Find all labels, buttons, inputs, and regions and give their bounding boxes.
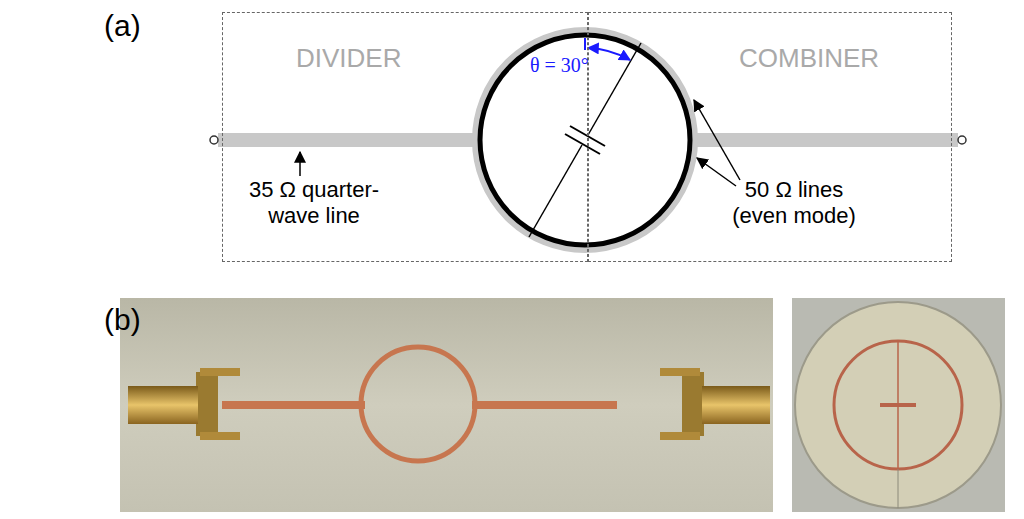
panel-letter: (b) bbox=[104, 302, 141, 338]
dashed-region: COMBINER 50 Ω lines (even mode) bbox=[588, 12, 952, 262]
line-label: 50 Ω lines (even mode) bbox=[719, 177, 869, 230]
dashed-region: DIVIDER 35 Ω quarter-wave line bbox=[222, 12, 588, 262]
disc-photo bbox=[792, 298, 1005, 512]
board-photo bbox=[120, 298, 773, 512]
line-label: 35 Ω quarter-wave line bbox=[229, 177, 399, 230]
region-title: DIVIDER bbox=[296, 43, 401, 74]
angle-label: θ = 30° bbox=[530, 53, 589, 77]
region-title: COMBINER bbox=[739, 43, 879, 74]
panel-letter: (a) bbox=[104, 8, 141, 44]
